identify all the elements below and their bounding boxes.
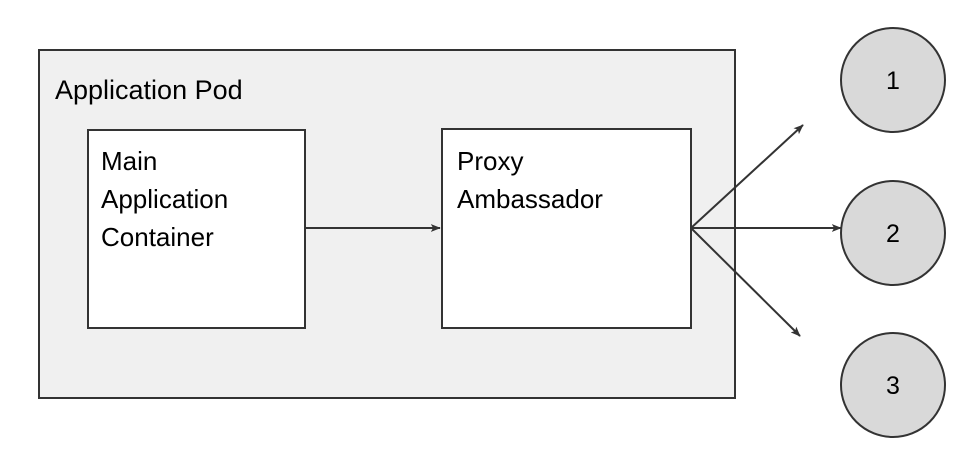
proxy-ambassador-container-box: [441, 128, 692, 329]
application-pod-label: Application Pod: [55, 75, 243, 105]
external-service-1-circle: [840, 27, 946, 133]
proxy-to-service-3-arrow: [690, 227, 801, 337]
external-service-3-circle: [840, 332, 946, 438]
proxy-ambassador-label-line-2: Ambassador: [457, 184, 603, 214]
main-application-container-box: [87, 129, 306, 329]
main-application-container-label-line-1: Main: [101, 146, 157, 176]
proxy-to-service-1-arrow: [690, 124, 804, 229]
external-service-2-circle: [840, 180, 946, 286]
main-application-container-label-line-2: Application: [101, 184, 228, 214]
proxy-ambassador-label-line-1: Proxy: [457, 146, 523, 176]
external-service-2-label: 2: [886, 220, 900, 248]
main-application-container-label-line-3: Container: [101, 222, 214, 252]
external-service-3-label: 3: [886, 372, 900, 400]
external-service-1-label: 1: [886, 67, 900, 95]
